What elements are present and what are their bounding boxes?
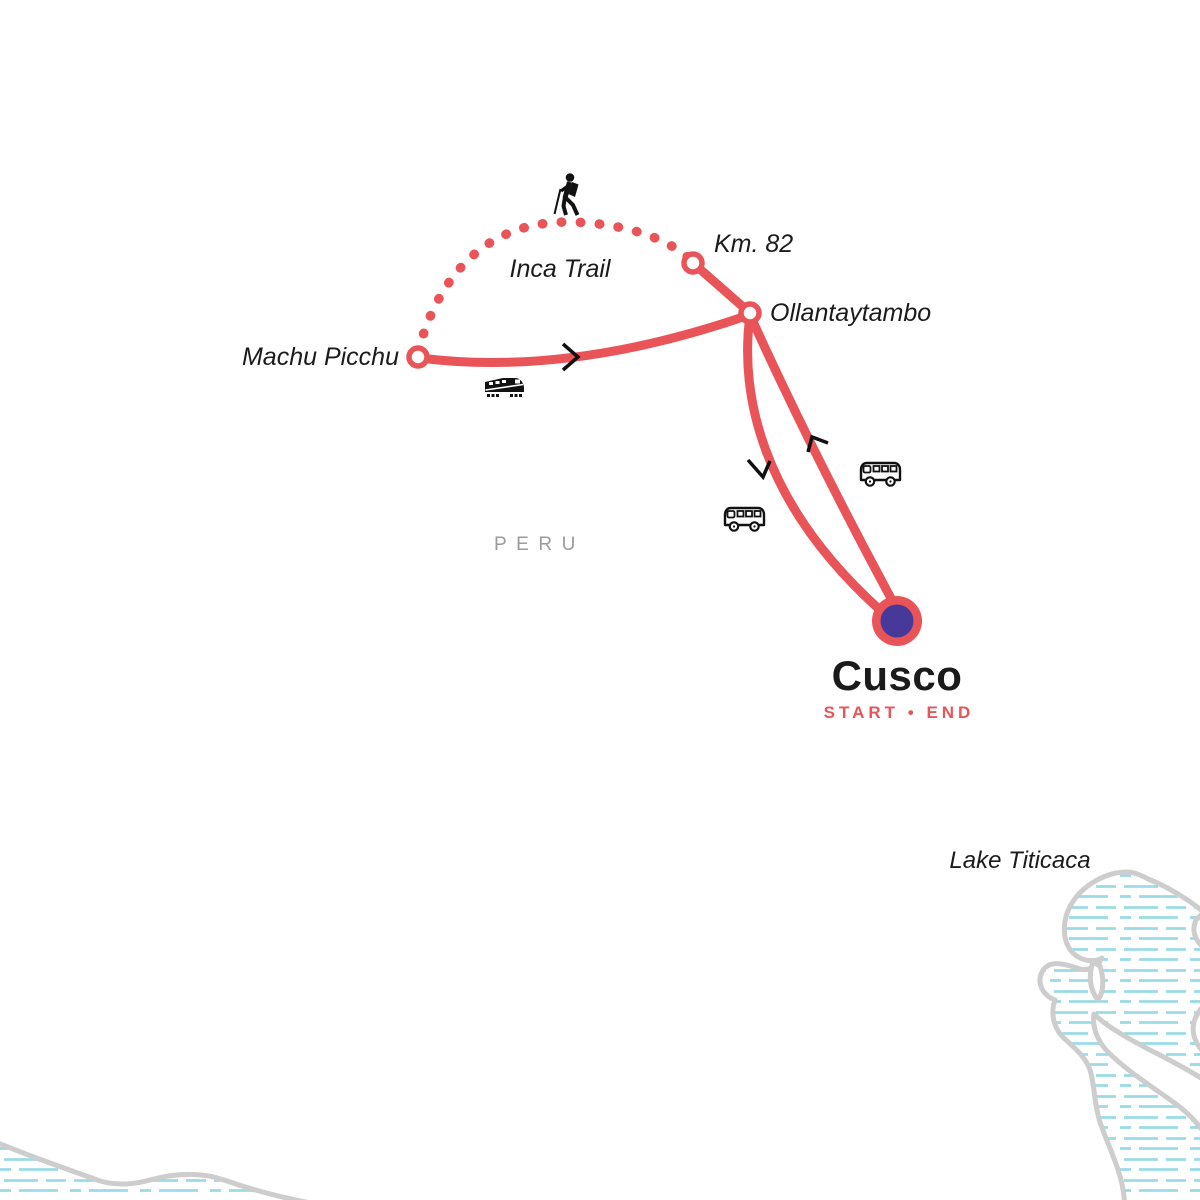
hiker-icon xyxy=(553,173,580,216)
direction-arrow-icon xyxy=(561,342,581,372)
route-lines xyxy=(413,217,898,615)
route-train-line xyxy=(415,311,751,367)
pacific-coast-shape xyxy=(0,1141,309,1200)
country-label: PERU xyxy=(494,534,585,555)
direction-arrows xyxy=(561,342,829,481)
marker-ollantaytambo xyxy=(738,301,762,325)
route-bus-line-west xyxy=(743,310,885,615)
bus-icon xyxy=(859,461,902,487)
route-km82-line xyxy=(688,258,755,318)
lake-titicaca-shape xyxy=(1037,869,1200,1200)
train-icon xyxy=(485,378,524,397)
marker-machu-picchu xyxy=(406,345,430,369)
lake-titicaca-label: Lake Titicaca xyxy=(949,847,1090,874)
inca-trail-label: Inca Trail xyxy=(510,255,612,283)
direction-arrow-icon xyxy=(746,458,772,481)
km82-label: Km. 82 xyxy=(714,230,793,258)
ollantaytambo-label: Ollantaytambo xyxy=(770,299,931,327)
marker-km82 xyxy=(681,251,705,275)
bus-icon xyxy=(723,506,766,532)
route-inca-trail-dotted xyxy=(413,217,698,357)
cusco-start-end-label: START • END xyxy=(824,703,975,722)
route-bus-line-east xyxy=(745,310,898,607)
cusco-label: Cusco xyxy=(832,652,963,699)
direction-arrow-icon xyxy=(806,434,829,453)
machu-picchu-label: Machu Picchu xyxy=(242,343,399,371)
marker-cusco-start-end xyxy=(872,596,922,646)
